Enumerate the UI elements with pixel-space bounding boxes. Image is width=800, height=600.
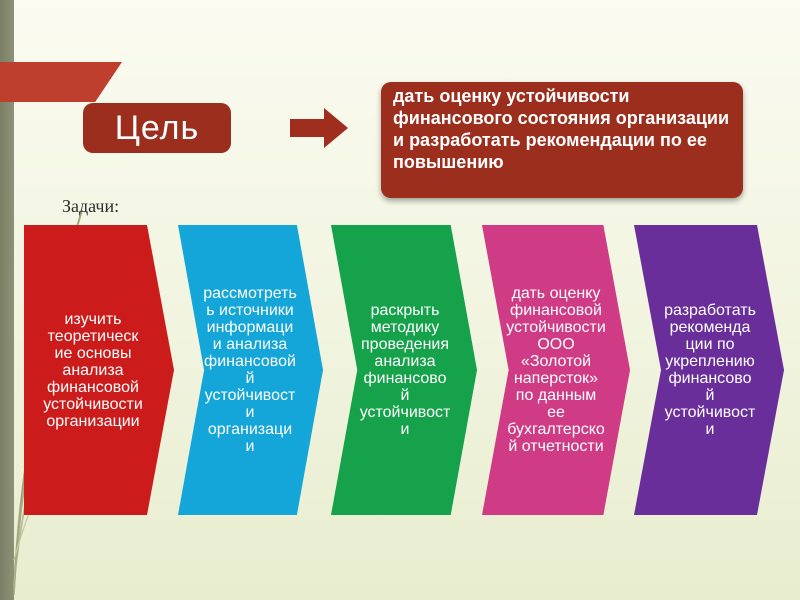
arrow-right-icon <box>290 108 348 148</box>
task-shape-4: дать оценку финансовой устойчивости ООО … <box>482 225 630 515</box>
task-text-3: раскрыть методику проведения анализа фин… <box>359 302 451 438</box>
task-text-5: разработать рекоменда ции по укреплению … <box>664 302 756 438</box>
tasks-label: Задачи: <box>62 196 120 216</box>
task-shape-2: рассмотреть ь источники информаци и анал… <box>178 225 323 515</box>
goal-text: дать оценку устойчивости финансового сос… <box>393 86 730 172</box>
title-accent-strip <box>0 62 122 102</box>
left-decor-band <box>0 0 14 600</box>
task-text-4: дать оценку финансовой устойчивости ООО … <box>506 285 606 455</box>
task-shape-1: изучить теоретическ ие основы анализа фи… <box>24 225 174 515</box>
task-shape-5: разработать рекоменда ции по укреплению … <box>634 225 784 515</box>
task-text-1: изучить теоретическ ие основы анализа фи… <box>43 310 143 430</box>
goal-box: дать оценку устойчивости финансового сос… <box>381 82 743 198</box>
task-text-2: рассмотреть ь источники информаци и анал… <box>203 285 297 455</box>
task-shape-3: раскрыть методику проведения анализа фин… <box>331 225 477 515</box>
goal-label: Цель <box>83 103 231 153</box>
